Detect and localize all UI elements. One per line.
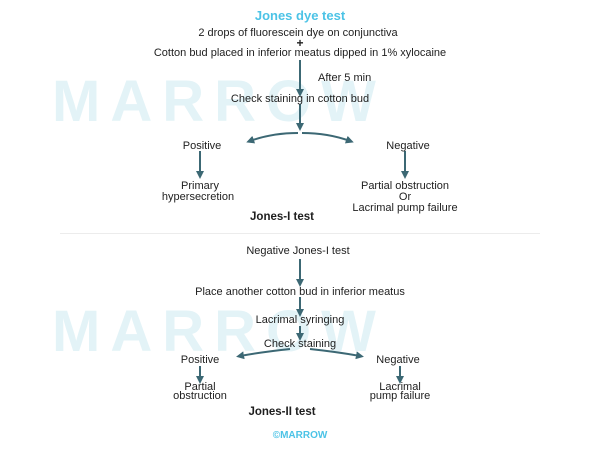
jones2-positive-result-line2: obstruction [173, 390, 227, 402]
jones2-negative: Negative [376, 354, 420, 366]
jones2-lacrimal-syringing: Lacrimal syringing [255, 314, 345, 326]
jones2-positive: Positive [180, 354, 220, 366]
arrow-branch-positive [246, 132, 299, 144]
jones1-positive-result-line1: Primary [181, 180, 219, 192]
jones1-positive: Positive [182, 140, 222, 152]
jones1-check-staining: Check staining in cotton bud [230, 93, 370, 105]
jones1-negative-result-line3: Lacrimal pump failure [352, 202, 458, 214]
jones2-check-staining: Check staining [263, 338, 337, 350]
jones1-wait-label: After 5 min [318, 72, 372, 84]
jones1-positive-result-line2: hypersecretion [161, 191, 235, 203]
jones2-start: Negative Jones-I test [246, 245, 350, 257]
jones1-negative: Negative [386, 140, 430, 152]
arrow-branch-positive-2 [236, 348, 291, 360]
jones1-label: Jones-I test [250, 211, 314, 223]
watermark-bottom: MARROW [52, 299, 386, 364]
jones2-negative-result-line2: pump failure [369, 390, 431, 402]
jones2-positive-result-line1: Partial [184, 381, 216, 393]
diagram-title: Jones dye test [254, 8, 346, 23]
jones2-label: Jones-II test [248, 406, 316, 418]
marrow-footer-logo: ©MARROW [272, 430, 328, 441]
jones1-negative-result-line1: Partial obstruction [360, 180, 450, 192]
jones1-plus: + [296, 36, 304, 50]
jones2-negative-result-line1: Lacrimal [379, 381, 421, 393]
jones2-step-cotton-bud: Place another cotton bud in inferior mea… [195, 286, 405, 298]
jones1-negative-result-line2: Or [398, 191, 412, 203]
arrow-branch-negative-2 [309, 348, 364, 360]
jones1-step-cotton-bud: Cotton bud placed in inferior meatus dip… [153, 47, 447, 59]
watermark-top: MARROW [52, 69, 386, 134]
jones1-step-dye: 2 drops of fluorescein dye on conjunctiv… [198, 27, 398, 39]
arrow-branch-negative [301, 132, 354, 144]
section-divider [60, 233, 540, 234]
